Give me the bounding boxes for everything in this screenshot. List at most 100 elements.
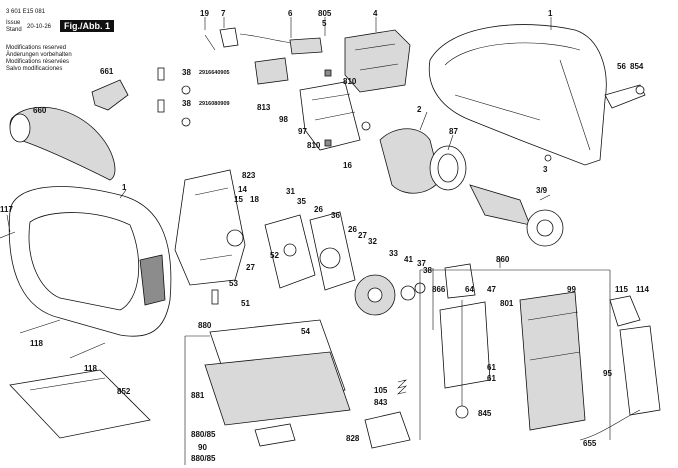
callout-27-b: 27 (246, 263, 255, 272)
plate-31 (264, 214, 316, 289)
note-de: Änderungen vorbehalten (6, 52, 72, 58)
guide-801 (519, 291, 586, 431)
callout-98: 98 (279, 115, 288, 124)
callout-27-a: 27 (358, 231, 367, 240)
note-en: Modifications reserved (6, 45, 67, 51)
callout-53: 53 (229, 279, 238, 288)
callout-805: 805 (318, 9, 332, 18)
callout-38-b: 38 (182, 99, 191, 108)
kit-2916080909: 2916080909 (199, 101, 230, 107)
figure-label: Fig./Abb. 1 (60, 20, 114, 32)
callout-35: 35 (297, 197, 306, 206)
callout-3: 3 (543, 165, 548, 174)
callout-99: 99 (567, 285, 576, 294)
callout-7: 7 (221, 9, 226, 18)
callout-97: 97 (298, 127, 307, 136)
callout-61-b: 61 (487, 374, 496, 383)
callout-1-top: 1 (548, 9, 553, 18)
callout-26: 26 (314, 205, 323, 214)
plunger-assembly-860 (439, 263, 491, 419)
callout-810-a: 810 (343, 77, 357, 86)
callout-845: 845 (478, 409, 492, 418)
callout-19: 19 (200, 9, 209, 18)
stand-label: Stand (6, 27, 22, 33)
lever-56 (604, 84, 646, 109)
callout-843: 843 (374, 398, 388, 407)
screw-117 (0, 231, 16, 239)
callout-801: 801 (500, 299, 514, 308)
callout-31: 31 (286, 187, 295, 196)
callout-880-85-b: 880/85 (191, 454, 216, 463)
callout-860: 860 (496, 255, 510, 264)
callout-6: 6 (288, 9, 293, 18)
callout-852: 852 (117, 387, 131, 396)
callout-105: 105 (374, 386, 388, 395)
callout-880-85-a: 880/85 (191, 430, 216, 439)
rings-38 (157, 67, 191, 127)
callout-14: 14 (238, 185, 247, 194)
callout-4: 4 (373, 9, 378, 18)
callout-118-a: 118 (30, 339, 43, 348)
part-number: 3 601 E15 081 (6, 9, 46, 15)
callout-51: 51 (241, 299, 250, 308)
callout-54: 54 (301, 327, 310, 336)
callout-90: 90 (198, 443, 207, 452)
callout-2: 2 (417, 105, 422, 114)
callout-32: 32 (368, 237, 377, 246)
callout-117: 117 (0, 205, 13, 214)
issue-date: 20-10-26 (27, 24, 52, 30)
callout-64: 64 (465, 285, 474, 294)
callout-26-b: 26 (348, 225, 357, 234)
callout-41: 41 (404, 255, 413, 264)
callout-828: 828 (346, 434, 360, 443)
callout-114: 114 (636, 285, 649, 294)
led-module-114 (609, 295, 661, 416)
callout-15: 15 (234, 195, 243, 204)
roller-828 (364, 411, 411, 449)
note-es: Salvo modificaciones (6, 66, 63, 72)
callout-655: 655 (583, 439, 597, 448)
armature-3 (469, 184, 564, 247)
callout-38-c: 38 (423, 266, 432, 275)
kit-2916640905: 2916640905 (199, 70, 230, 76)
callout-813: 813 (257, 103, 271, 112)
callout-16: 16 (343, 161, 352, 170)
callout-854: 854 (630, 62, 644, 71)
callout-38-a: 38 (182, 68, 191, 77)
callout-56: 56 (617, 62, 626, 71)
electronics-module (254, 57, 371, 151)
callout-87: 87 (449, 127, 458, 136)
callout-881: 881 (191, 391, 205, 400)
cover-660 (9, 106, 116, 181)
gear-frame-36 (309, 211, 356, 291)
screw-118b (69, 342, 106, 359)
base-plate-880 (204, 319, 351, 426)
stator-field-2 (379, 128, 467, 194)
callout-866: 866 (432, 285, 446, 294)
gear-housing-823 (174, 169, 246, 305)
callout-61-a: 61 (487, 363, 496, 372)
housing-half-left (8, 186, 172, 337)
switch-assembly (344, 29, 411, 93)
issue-label: Issue (6, 20, 21, 26)
callout-95: 95 (603, 369, 612, 378)
housing-half-right (428, 24, 607, 166)
power-cord (239, 33, 323, 55)
callout-118-b: 118 (84, 364, 97, 373)
callout-47: 47 (487, 285, 496, 294)
callout-810-b: 810 (307, 141, 321, 150)
callout-1-left: 1 (122, 183, 127, 192)
callout-5: 5 (322, 19, 327, 28)
glide-plate-852 (9, 369, 151, 439)
callout-36: 36 (331, 211, 340, 220)
callout-880: 880 (198, 321, 212, 330)
screw-19 (204, 34, 216, 51)
callout-18: 18 (250, 195, 259, 204)
cable-clamp-7 (219, 27, 239, 48)
leader-lines (6, 17, 611, 465)
gear-wheel-33 (354, 274, 426, 316)
spring-105 (397, 379, 407, 395)
callout-115: 115 (615, 285, 628, 294)
note-fr: Modifications réservées (6, 59, 70, 65)
